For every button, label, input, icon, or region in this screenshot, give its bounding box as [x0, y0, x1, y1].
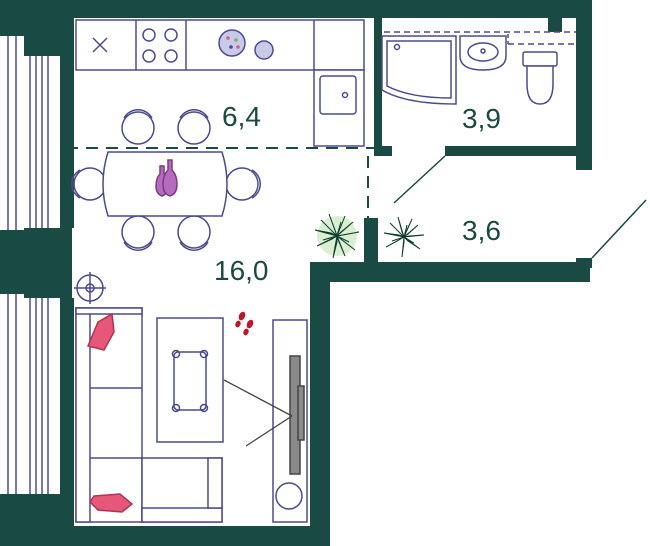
window-left-top	[29, 56, 49, 228]
wall-segment	[374, 146, 392, 156]
window-outer-lines	[7, 36, 17, 494]
wall-segment	[548, 0, 562, 32]
sofa	[75, 307, 223, 523]
entrance-door	[591, 199, 647, 259]
floor-lamp-icon	[74, 272, 106, 304]
area-label-bathroom: 3,9	[462, 103, 501, 134]
wall-segment	[576, 258, 592, 268]
bathroom-fixtures	[381, 35, 558, 105]
wall-segment	[0, 494, 24, 546]
chair-top-right	[177, 109, 211, 145]
chair-top-left	[121, 109, 155, 145]
chair-bottom-left	[121, 215, 155, 251]
wall-segment	[310, 262, 590, 282]
wall-segment	[0, 0, 24, 36]
washbasin-icon	[459, 35, 507, 71]
area-label-living: 16,0	[214, 255, 269, 286]
plant-icon	[383, 216, 425, 258]
chair-bottom-right	[177, 215, 211, 251]
toilet-icon	[522, 51, 558, 105]
cushion-icon	[86, 312, 134, 513]
coffee-table	[156, 317, 224, 443]
wall-top	[74, 0, 592, 18]
chair-right	[225, 167, 261, 201]
area-label-kitchen: 6,4	[222, 101, 261, 132]
bathroom-door	[393, 155, 446, 204]
slippers-icon	[235, 311, 254, 336]
kitchen-unit	[75, 19, 365, 147]
stove-icon	[142, 28, 178, 63]
window-left-bottom	[29, 298, 49, 494]
chair-left	[71, 167, 107, 201]
wall-segment	[445, 146, 592, 156]
wall-segment	[374, 0, 382, 146]
wall-segment	[24, 228, 72, 298]
wall-segment	[24, 494, 72, 530]
doors	[393, 155, 647, 259]
plate-icon	[254, 40, 274, 60]
living-furniture	[74, 272, 308, 523]
speaker-icon	[275, 482, 303, 510]
wall-segment	[310, 262, 330, 546]
shower-icon	[381, 35, 457, 105]
fruit-bowl-icon	[218, 29, 246, 57]
vase-icon	[155, 159, 178, 197]
wall-bottom	[24, 526, 330, 546]
window-frame	[0, 36, 24, 230]
wall-segment	[364, 218, 378, 266]
walls	[0, 0, 592, 546]
zone-dividers	[66, 31, 576, 218]
dishwasher-icon	[92, 37, 108, 53]
wall-segment	[0, 230, 24, 294]
window-frame	[0, 294, 24, 494]
sink-icon	[319, 75, 357, 115]
wall-right	[576, 0, 592, 170]
windows	[29, 56, 49, 494]
area-label-hallway: 3,6	[462, 215, 501, 246]
plant-icon	[314, 213, 360, 259]
wall-left	[60, 298, 74, 526]
tv-viewing-lines	[223, 379, 293, 447]
dining-set	[71, 109, 261, 251]
wall-left	[60, 18, 74, 228]
